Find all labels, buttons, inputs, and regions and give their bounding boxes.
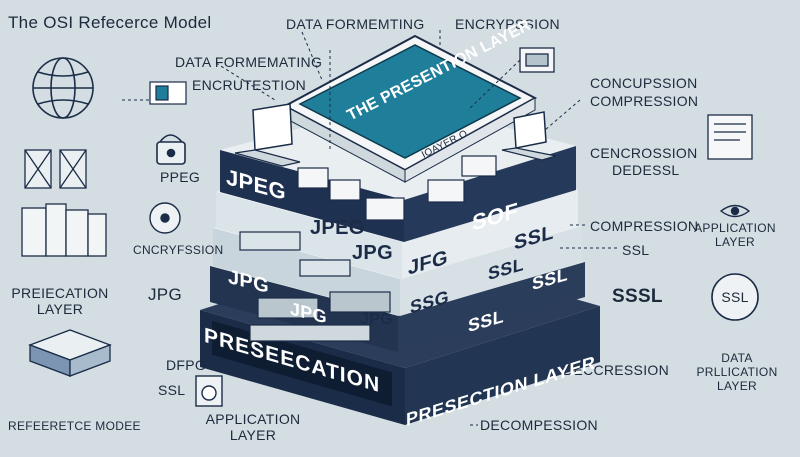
network-grid-icon (24, 149, 87, 189)
label-decompression-1: CENCROSSION (590, 145, 698, 161)
speaker-icon (195, 375, 223, 407)
label-data-application-2: PRLLICATION (696, 365, 778, 379)
document-stack-icon (707, 114, 753, 160)
label-ssl-badge-1: SSSL (612, 286, 663, 307)
label-ssl-left: SSL (158, 382, 186, 398)
tier-devices (239, 155, 497, 342)
label-encryption-left-column: CNCRYFSSION (133, 243, 224, 257)
label-application-left-2: LAYER (229, 427, 277, 443)
label-data-formatting-left: DATA FORMEMATING (175, 54, 323, 70)
label-dfpg: DFPG (166, 357, 207, 373)
label-encryption-left: ENCRUTESTION (192, 77, 307, 93)
label-encryption-top: ENCRYPSSION (455, 16, 560, 32)
disc-icon (149, 202, 181, 234)
eye-icon (719, 204, 751, 218)
label-ssl-right: SSL (622, 242, 650, 258)
label-presentation-layer-1: PREIECATION (11, 285, 109, 301)
label-ssl-badge-2: SSL (721, 289, 749, 305)
lock-icon (156, 134, 186, 165)
leader-lines (122, 30, 620, 426)
label-decompression-2: DEDESSL (612, 162, 680, 178)
encryption-device-icon (519, 47, 555, 73)
book-stack-icon (21, 203, 107, 257)
laptop-right-icon (501, 111, 557, 161)
label-compression-1: CONCUPSSION (590, 75, 698, 91)
label-data-application-1: DATA (721, 351, 753, 365)
label-data-application-3: LAYER (717, 379, 757, 393)
tier4-label-0: JPG (360, 311, 393, 328)
label-reference-model: REFEERETCE MODEE (8, 419, 141, 433)
label-compression-3: COMPRESSION (590, 218, 699, 234)
label-ppeg: PPEG (160, 169, 201, 185)
server-stack-icon (28, 329, 112, 377)
label-decompression-3: DECCRESSION (563, 362, 669, 378)
label-compression-2: COMPRESSION (590, 93, 699, 109)
laptop-icon (234, 103, 301, 167)
globe-icon (32, 57, 94, 119)
label-jpg-left: JPG (148, 285, 182, 304)
presentation-monitor (282, 34, 538, 183)
tier2-label-1: JPG (352, 242, 393, 264)
label-data-formatting-top: DATA FORMEMTING (286, 16, 425, 32)
label-application-left-1: APPLICATION (205, 411, 301, 427)
label-application-layer-right-2: LAYER (715, 235, 755, 249)
tier2-label-0: JPEG (310, 217, 365, 239)
data-formatting-device-icon (149, 81, 187, 105)
diagram-title: The OSI Refecerce Model (8, 13, 212, 32)
label-application-layer-right-1: APPLICATION (694, 221, 776, 235)
label-presentation-layer-2: LAYER (36, 301, 84, 317)
ssl-badge-circle (711, 273, 759, 321)
label-decompression-4: DECOMPESSION (480, 417, 598, 433)
